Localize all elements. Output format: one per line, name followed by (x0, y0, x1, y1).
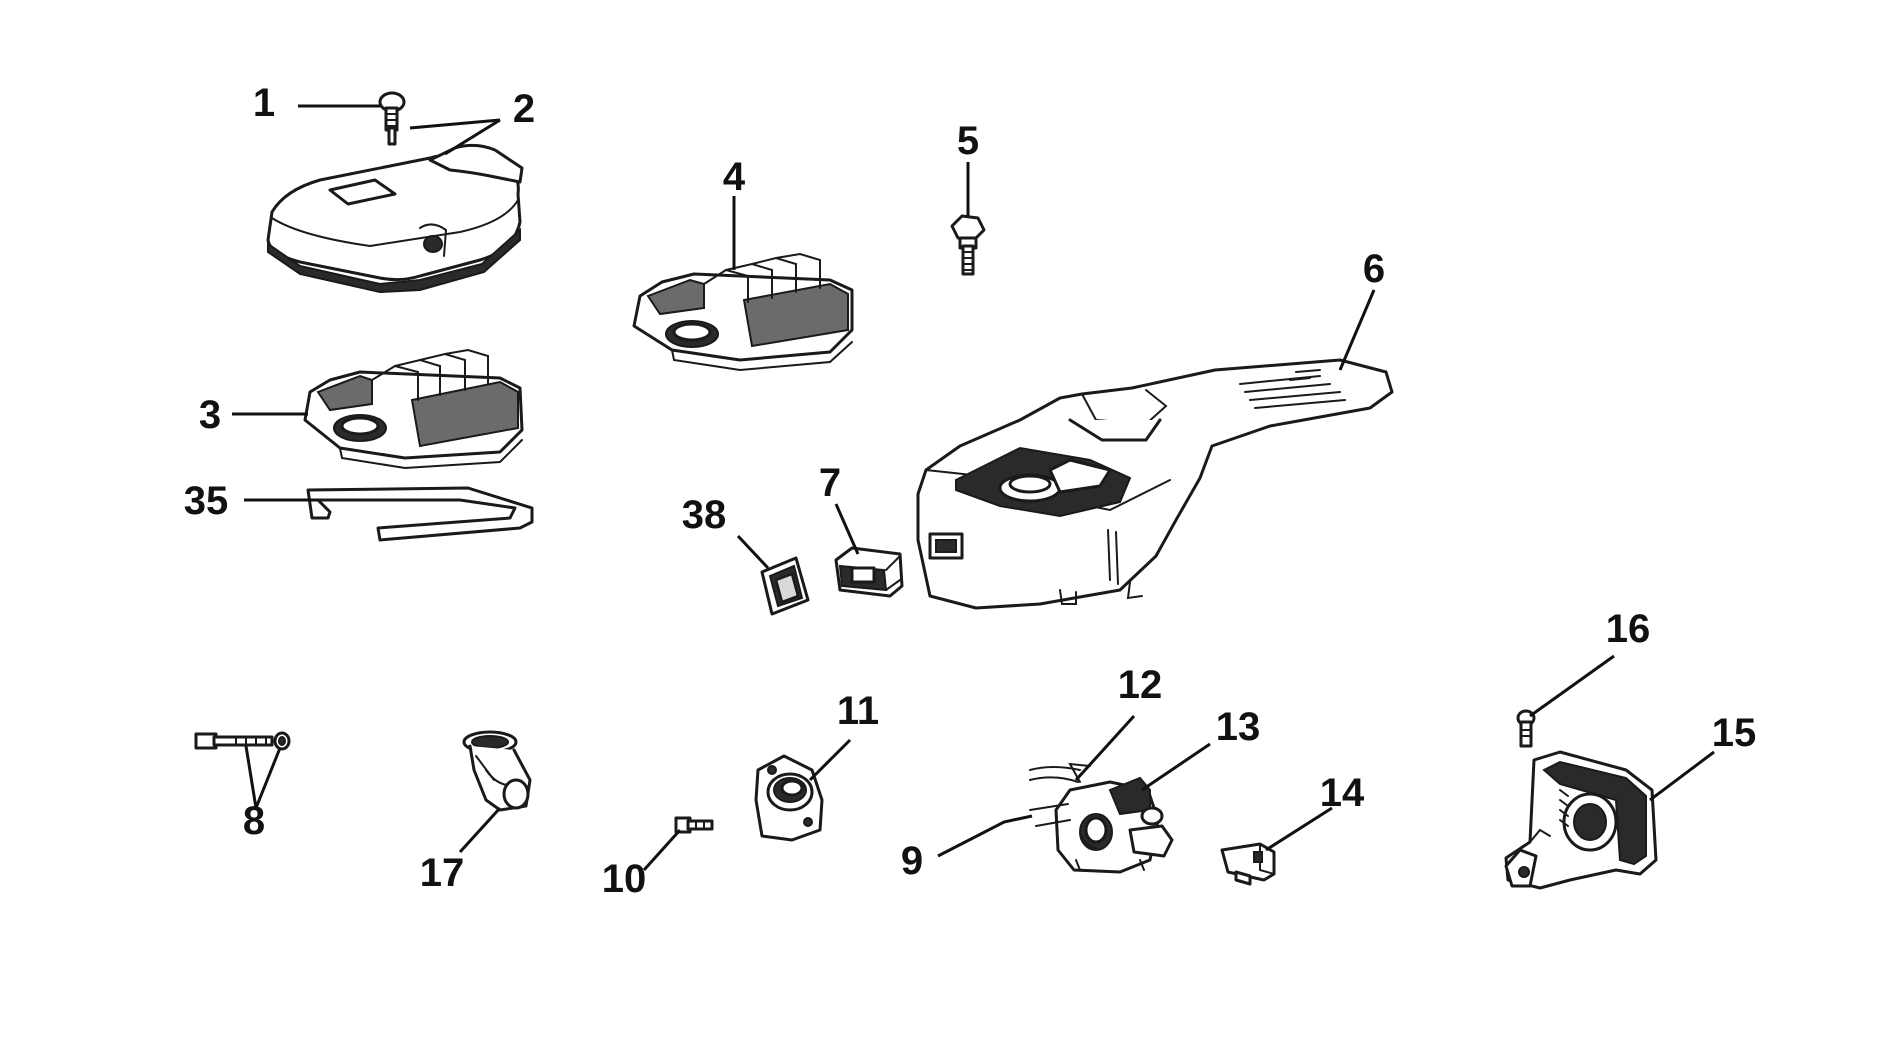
callout-15: 15 (1712, 711, 1757, 755)
part-10-screw (674, 816, 714, 834)
leader-6 (1338, 289, 1376, 371)
leader-9 (937, 814, 1033, 858)
callout-9: 9 (901, 839, 923, 883)
callout-10: 10 (602, 857, 647, 901)
part-35-gasket (306, 486, 534, 542)
leader-7 (834, 503, 860, 555)
leader-12 (1074, 714, 1136, 782)
callouts: 1 2 3 4 5 6 7 8 9 10 11 12 13 14 15 16 1… (184, 81, 1757, 901)
leader-16 (1529, 654, 1615, 718)
leader-8 (244, 745, 282, 809)
part-14-bracket (1220, 842, 1276, 886)
callout-14: 14 (1320, 771, 1365, 815)
part-8-bolt-washer (194, 731, 291, 751)
callout-8: 8 (243, 799, 265, 843)
part-5-bolt (950, 214, 986, 276)
part-38-plate (760, 556, 810, 616)
callout-6: 6 (1363, 247, 1385, 291)
leader-38 (736, 534, 770, 570)
part-4-air-filter (632, 252, 854, 372)
leader-2 (409, 118, 501, 156)
callout-3: 3 (199, 393, 221, 437)
part-7-switch (834, 546, 904, 598)
callout-17: 17 (420, 851, 465, 895)
leader-11 (808, 738, 852, 782)
leader-13 (1141, 742, 1211, 792)
part-17-intake-elbow (462, 730, 532, 812)
callout-5: 5 (957, 119, 979, 163)
part-6-housing (916, 358, 1394, 610)
part-11-flange (754, 754, 824, 842)
callout-11: 11 (837, 689, 879, 733)
part-15-mount (1504, 750, 1658, 890)
callout-35: 35 (184, 479, 229, 523)
leader-10 (642, 828, 682, 872)
callout-4: 4 (723, 155, 746, 199)
callout-16: 16 (1606, 607, 1651, 651)
callout-7: 7 (819, 461, 841, 505)
callout-2: 2 (513, 87, 535, 131)
part-2-filter-cover (266, 143, 524, 294)
part-3-air-filter (303, 348, 524, 470)
part-13-carburetor (1029, 762, 1174, 874)
callout-13: 13 (1216, 705, 1261, 749)
leader-15 (1649, 750, 1715, 802)
leader-17 (458, 806, 502, 854)
callout-38: 38 (682, 493, 727, 537)
leader-14 (1265, 806, 1333, 852)
leader-lines (232, 104, 1715, 872)
part-1-screw (378, 91, 406, 146)
callout-1: 1 (253, 81, 275, 125)
callout-12: 12 (1118, 663, 1163, 707)
